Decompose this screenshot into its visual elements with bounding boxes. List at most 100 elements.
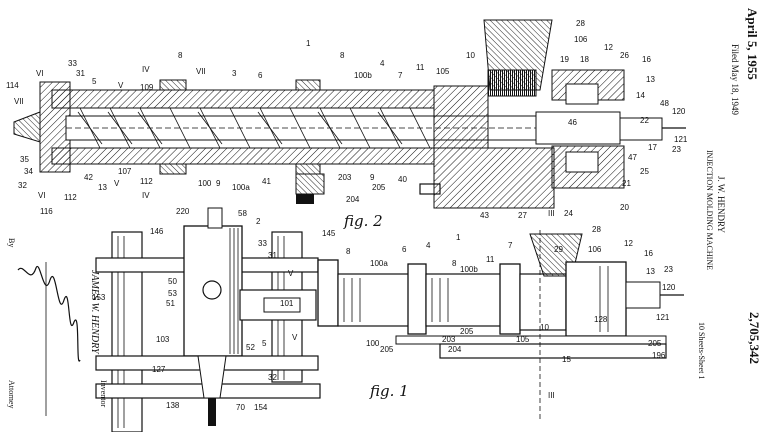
label-42: 42 — [84, 173, 93, 182]
label-1: 1 — [456, 233, 461, 242]
label-19: 19 — [560, 55, 569, 64]
nozzle — [14, 112, 40, 142]
label-41: 41 — [262, 177, 271, 186]
label-33: 33 — [68, 59, 77, 68]
label-154: 154 — [254, 403, 268, 412]
label-70: 70 — [236, 403, 245, 412]
inventor-caption: JAMES W. HENDRY — [89, 270, 100, 354]
label-121: 121 — [674, 135, 688, 144]
label-27: 27 — [518, 211, 527, 220]
label-8: 8 — [346, 247, 351, 256]
label-16: 16 — [644, 249, 653, 258]
label-1: 1 — [306, 39, 311, 48]
filed-date: Filed May 18, 1949 — [730, 44, 740, 115]
label-47: 47 — [628, 153, 637, 162]
label-10: 10 — [466, 51, 475, 60]
label-17: 17 — [648, 143, 657, 152]
label-127: 127 — [152, 365, 166, 374]
label-121: 121 — [656, 313, 670, 322]
label-14: 14 — [636, 91, 645, 100]
label-8: 8 — [340, 51, 345, 60]
label-V: V — [114, 179, 120, 188]
label-106: 106 — [588, 245, 602, 254]
collar — [296, 80, 320, 90]
label-20: 20 — [620, 203, 629, 212]
label-100: 100 — [366, 339, 380, 348]
label-16: 16 — [642, 55, 651, 64]
figure-1-caption: fig. 1 — [369, 382, 409, 400]
label-203: 203 — [442, 335, 456, 344]
patent-number: 2,705,342 — [746, 312, 762, 364]
label-13: 13 — [646, 267, 655, 276]
collar — [160, 80, 186, 90]
label-100b: 100b — [460, 265, 478, 274]
label-VII: VII — [196, 67, 206, 76]
figure-1: 220 58 2 146 33 145 31 8 6 4 1 100a 8 10… — [92, 207, 684, 432]
label-2: 2 — [256, 217, 261, 226]
label-VII: VII — [14, 97, 24, 106]
label-116: 116 — [40, 207, 53, 216]
base-foot — [296, 194, 314, 204]
label-5: 5 — [92, 77, 97, 86]
patent-title: INJECTION MOLDING MACHINE — [705, 150, 714, 270]
barrel-top-shell — [52, 90, 434, 108]
label-112: 112 — [140, 177, 153, 186]
label-32: 32 — [18, 181, 27, 190]
label-52: 52 — [246, 343, 255, 352]
barrel-flange — [500, 264, 520, 334]
barrel-section-b — [426, 274, 502, 326]
barrel-bottom-shell — [52, 148, 434, 164]
feed-section — [520, 274, 566, 330]
patent-date: April 5, 1955 — [744, 8, 760, 80]
by-label: By — [7, 238, 16, 247]
label-13: 13 — [646, 75, 655, 84]
label-29: 29 — [554, 245, 563, 254]
base-block — [434, 148, 554, 208]
label-105: 105 — [436, 67, 450, 76]
label-120: 120 — [662, 283, 676, 292]
label-51: 51 — [166, 299, 175, 308]
label-28: 28 — [576, 19, 585, 28]
label-205: 205 — [460, 327, 474, 336]
label-100: 100 — [198, 179, 212, 188]
label-7: 7 — [398, 71, 403, 80]
rear-housing — [566, 262, 626, 336]
label-11: 11 — [486, 255, 495, 264]
label-105: 105 — [516, 335, 530, 344]
barrel-flange — [408, 264, 426, 334]
label-28: 28 — [592, 225, 601, 234]
label-146: 146 — [150, 227, 164, 236]
label-100b: 100b — [354, 71, 372, 80]
attorney-label: Attorney — [7, 380, 16, 408]
hopper-throat — [488, 70, 536, 96]
label-107: 107 — [118, 167, 132, 176]
label-23: 23 — [672, 145, 681, 154]
label-22: 22 — [640, 116, 649, 125]
barrel-section-a — [338, 274, 410, 326]
label-12: 12 — [624, 239, 633, 248]
label-III: III — [548, 391, 555, 400]
label-V: V — [288, 269, 294, 278]
unit-rail — [396, 336, 666, 344]
label-11: 11 — [416, 63, 425, 72]
label-10: 10 — [540, 323, 549, 332]
label-101: 101 — [280, 299, 294, 308]
figure-2: 1 28 106 12 26 16 13 14 48 120 121 23 22… — [6, 19, 688, 230]
label-112: 112 — [64, 193, 77, 202]
label-46: 46 — [568, 118, 577, 127]
label-25: 25 — [640, 167, 649, 176]
label-120: 120 — [672, 107, 686, 116]
label-VI: VI — [38, 191, 46, 200]
bearing-bottom — [566, 152, 598, 172]
label-100a: 100a — [370, 259, 388, 268]
label-40: 40 — [398, 175, 407, 184]
label-4: 4 — [426, 241, 431, 250]
figure-2-caption: fig. 2 — [343, 212, 383, 230]
label-109: 109 — [140, 83, 154, 92]
label-33: 33 — [258, 239, 267, 248]
inventor-signature — [18, 266, 80, 361]
label-103: 103 — [156, 335, 170, 344]
label-34: 34 — [24, 167, 33, 176]
label-9: 9 — [370, 173, 375, 182]
label-VI: VI — [36, 69, 44, 78]
